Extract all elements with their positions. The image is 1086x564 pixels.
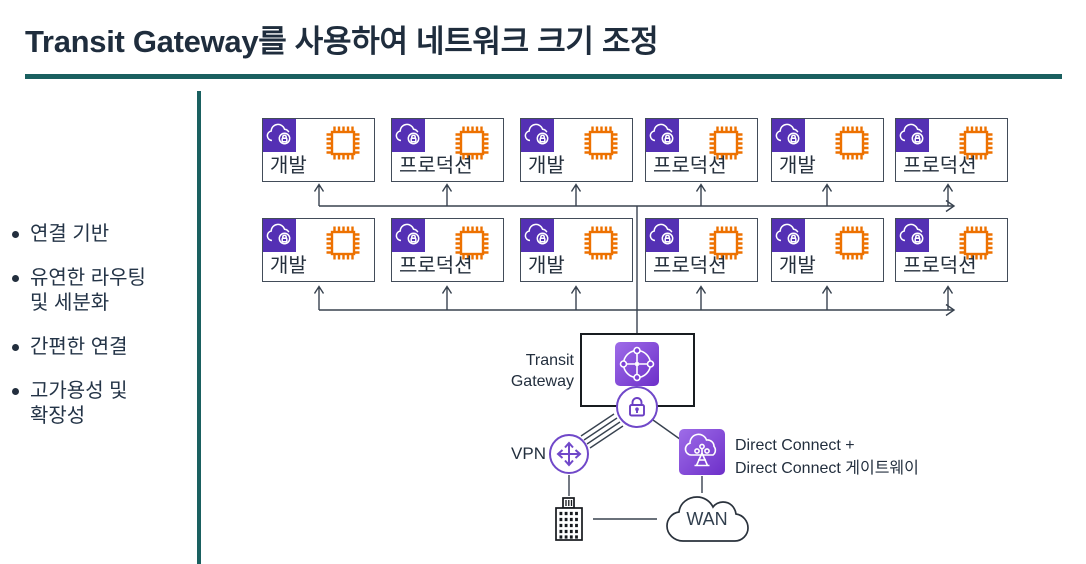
bullet-dot	[12, 388, 19, 395]
ec2-chip-icon	[956, 223, 996, 263]
lock-icon	[616, 386, 658, 428]
vpc-cloud-icon	[262, 218, 296, 252]
vpc-label: 개발	[528, 155, 565, 177]
vpn-label: VPN	[511, 444, 546, 463]
wan-label: WAN	[686, 509, 728, 529]
vpc-box: 프로덕션	[645, 218, 758, 282]
ec2-chip-icon	[956, 123, 996, 163]
list-item: 연결 기반	[12, 222, 192, 247]
vpc-label: 프로덕션	[903, 155, 977, 177]
bullet-list: 연결 기반 유연한 라우팅 및 세분화 간편한 연결 고가용성 및 확장성	[12, 222, 192, 448]
vpc-box: 프로덕션	[391, 118, 504, 182]
vpc-cloud-icon	[262, 118, 296, 152]
ec2-chip-icon	[581, 223, 621, 263]
ec2-chip-icon	[323, 223, 363, 263]
vpc-box: 프로덕션	[895, 218, 1008, 282]
vpc-box: 프로덕션	[645, 118, 758, 182]
ec2-chip-icon	[323, 123, 363, 163]
vpc-cloud-icon	[771, 218, 805, 252]
list-item: 고가용성 및 확장성	[12, 379, 192, 429]
bullet-text: 간편한 연결	[30, 336, 128, 358]
bullet-dot	[12, 275, 19, 282]
direct-connect-icon	[679, 429, 725, 475]
vpc-cloud-icon	[645, 218, 679, 252]
vpc-box: 개발	[262, 218, 375, 282]
vpc-label: 개발	[270, 255, 307, 277]
vpc-box: 프로덕션	[895, 118, 1008, 182]
bullet-dot	[12, 344, 19, 351]
vpc-cloud-icon	[895, 218, 929, 252]
vpc-label: 프로덕션	[653, 155, 727, 177]
ec2-chip-icon	[581, 123, 621, 163]
list-item: 유연한 라우팅 및 세분화	[12, 266, 192, 316]
transit-gateway-label: Transit Gateway	[510, 352, 574, 390]
vpc-label: 프로덕션	[653, 255, 727, 277]
vpc-label: 개발	[779, 255, 816, 277]
vpc-label: 프로덕션	[903, 255, 977, 277]
list-item: 간편한 연결	[12, 335, 192, 360]
ec2-chip-icon	[706, 223, 746, 263]
vpc-box: 개발	[262, 118, 375, 182]
page-title: Transit Gateway를 사용하여 네트워크 크기 조정	[25, 24, 659, 59]
bullet-text: 고가용성 및 확장성	[30, 380, 128, 427]
bullet-text: 연결 기반	[30, 223, 110, 245]
vpc-label: 프로덕션	[399, 155, 473, 177]
vpc-label: 프로덕션	[399, 255, 473, 277]
vpc-cloud-icon	[391, 218, 425, 252]
vpc-box: 개발	[520, 218, 633, 282]
ec2-chip-icon	[832, 123, 872, 163]
wan-cloud-icon	[663, 493, 751, 547]
ec2-chip-icon	[452, 223, 492, 263]
vpc-label: 개발	[528, 255, 565, 277]
vpc-box: 개발	[520, 118, 633, 182]
vpc-label: 개발	[270, 155, 307, 177]
vpn-gateway-icon	[549, 434, 589, 474]
vpc-box: 개발	[771, 118, 884, 182]
title-underline	[25, 74, 1062, 79]
vpc-label: 개발	[779, 155, 816, 177]
ec2-chip-icon	[706, 123, 746, 163]
transit-gateway-icon	[615, 342, 659, 386]
vpc-box: 프로덕션	[391, 218, 504, 282]
vpc-box: 개발	[771, 218, 884, 282]
vpc-cloud-icon	[520, 118, 554, 152]
vpc-cloud-icon	[391, 118, 425, 152]
ec2-chip-icon	[832, 223, 872, 263]
vpc-cloud-icon	[895, 118, 929, 152]
bullet-dot	[12, 231, 19, 238]
vertical-divider	[197, 91, 201, 564]
vpc-cloud-icon	[645, 118, 679, 152]
vpc-cloud-icon	[771, 118, 805, 152]
ec2-chip-icon	[452, 123, 492, 163]
bullet-text: 유연한 라우팅 및 세분화	[30, 267, 146, 314]
building-icon	[551, 496, 587, 542]
vpc-cloud-icon	[520, 218, 554, 252]
direct-connect-label: Direct Connect + Direct Connect 게이트웨이	[735, 437, 919, 477]
